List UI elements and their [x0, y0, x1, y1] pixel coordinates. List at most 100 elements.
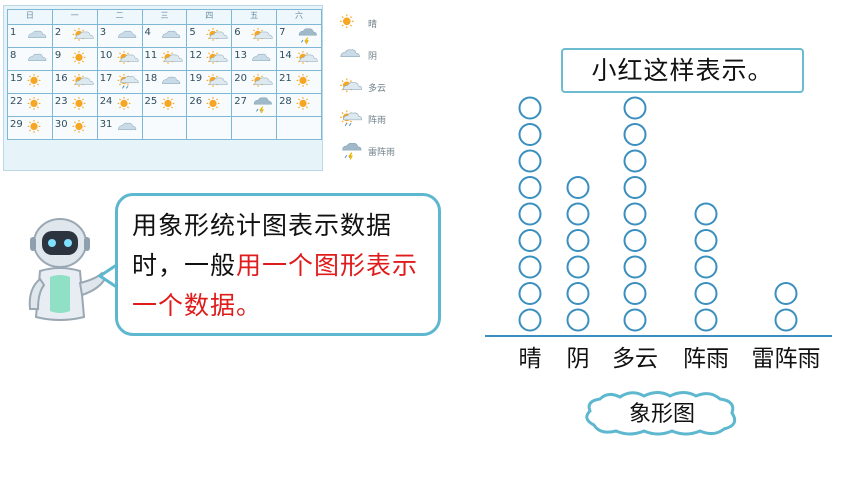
- legend-label: 阴: [368, 52, 378, 62]
- calendar-day-cell: 24: [96, 93, 143, 117]
- thunder-shower-icon: [342, 142, 362, 160]
- pictograph-circle: [518, 176, 542, 199]
- cloudy-icon: [28, 53, 47, 61]
- pictograph-circle: [694, 202, 718, 226]
- day-number: 2: [54, 27, 62, 38]
- weekday-header: 日: [7, 9, 53, 25]
- day-number: 8: [10, 50, 17, 61]
- pictograph-circle: [566, 202, 590, 226]
- calendar-day-cell: 20: [231, 70, 278, 94]
- legend-item: 多云: [338, 78, 428, 100]
- pictograph-chart: 晴阴多云阵雨雷阵雨: [485, 96, 832, 372]
- legend-label: 雷阵雨: [368, 148, 396, 158]
- calendar-weekday-row: 日一二三四五六: [7, 9, 322, 25]
- day-number: 14: [279, 50, 292, 61]
- day-number: 1: [10, 27, 17, 38]
- partly-cloudy-icon: [161, 51, 184, 64]
- robot-icon: [28, 218, 108, 321]
- calendar-day-cell: 27: [231, 93, 278, 117]
- weekday-header: 一: [51, 9, 98, 25]
- pictograph-circle: [623, 149, 647, 173]
- calendar-day-cell: 14: [276, 47, 322, 71]
- pictograph-circle: [518, 255, 542, 279]
- day-number: 18: [144, 73, 158, 84]
- sunny-icon: [296, 74, 310, 87]
- day-number: 11: [144, 50, 158, 61]
- pictograph-circle: [623, 255, 647, 279]
- pictograph-circle: [694, 282, 718, 305]
- bubble-text-normal: 用象形统计图表示数据时，一般: [132, 211, 393, 280]
- cloudy-icon: [162, 76, 181, 84]
- shower-icon: [340, 110, 362, 127]
- pictograph-circle: [694, 308, 718, 332]
- pictograph-circle: [518, 149, 542, 173]
- pictograph-circle: [518, 308, 542, 332]
- sunny-icon: [27, 120, 41, 133]
- pictograph-circle: [566, 255, 590, 279]
- calendar-day-cell: 9: [51, 47, 98, 71]
- day-number: 29: [10, 119, 23, 130]
- day-number: 23: [54, 96, 68, 107]
- pictograph-circle: [623, 123, 647, 146]
- pictograph-circle: [623, 96, 647, 120]
- calendar-day-cell: [186, 116, 233, 140]
- pictograph-circle: [774, 308, 798, 332]
- partly-cloudy-icon: [206, 74, 228, 87]
- day-number: 9: [54, 50, 62, 61]
- pictograph-column: [518, 96, 542, 332]
- calendar-day-cell: 15: [7, 70, 53, 94]
- day-number: 10: [99, 50, 113, 61]
- partly-cloudy-icon: [340, 78, 362, 93]
- pictograph-circle: [623, 202, 647, 226]
- day-number: 26: [189, 96, 203, 107]
- pictograph-circle: [518, 123, 542, 146]
- calendar-day-cell: 3: [96, 24, 143, 48]
- chart-title-box: 小红这样表示。: [561, 48, 804, 93]
- pictograph-label-cloud: 象形图: [585, 391, 737, 436]
- partly-cloudy-icon: [72, 74, 94, 87]
- pictograph-column: [623, 96, 647, 332]
- day-number: 30: [54, 119, 68, 130]
- day-number: 15: [10, 73, 23, 84]
- calendar-day-cell: 19: [186, 70, 233, 94]
- shower-icon: [117, 74, 139, 89]
- calendar-day-cell: 28: [276, 93, 322, 117]
- pictograph-circle: [566, 229, 590, 252]
- day-number: 3: [99, 27, 107, 38]
- bubble-text-highlight: 用一个图形表示一个数据。: [132, 251, 419, 320]
- day-number: 20: [234, 73, 247, 84]
- pictograph-label-text: 象形图: [629, 402, 695, 427]
- pictograph-circle: [623, 308, 647, 332]
- cloudy-icon: [252, 53, 271, 61]
- weather-legend: 晴阴多云阵雨雷阵雨: [338, 10, 428, 170]
- pictograph-circle: [623, 282, 647, 305]
- pictograph-circle: [518, 282, 542, 305]
- cloudy-icon: [117, 122, 136, 130]
- cloud-icon: [340, 49, 360, 57]
- pictograph-circle: [566, 282, 590, 305]
- day-number: 4: [144, 27, 151, 38]
- calendar-week-row: 29 30 31: [7, 116, 322, 140]
- partly-cloudy-icon: [72, 28, 94, 41]
- category-label: 多云: [612, 346, 658, 372]
- calendar-day-cell: 30: [51, 116, 98, 140]
- day-number: 24: [99, 96, 113, 107]
- weekday-header: 二: [96, 9, 143, 25]
- calendar-day-cell: 25: [141, 93, 188, 117]
- pictograph-circle: [518, 96, 542, 120]
- weekday-header: 四: [186, 9, 233, 25]
- calendar-day-cell: 31: [96, 116, 143, 140]
- calendar-day-cell: 11: [141, 47, 188, 71]
- sunny-icon: [27, 74, 41, 87]
- calendar-day-cell: [141, 116, 188, 140]
- pictograph-circle: [774, 282, 798, 305]
- calendar-day-cell: 17: [96, 70, 143, 94]
- sunny-icon: [72, 97, 86, 110]
- partly-cloudy-icon: [251, 74, 273, 87]
- cloudy-icon: [162, 30, 181, 38]
- sun-icon: [340, 14, 354, 29]
